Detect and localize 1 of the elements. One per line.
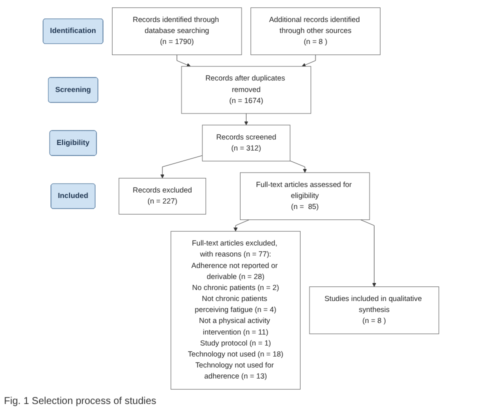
figure-caption: Fig. 1 Selection process of studies <box>4 396 158 407</box>
